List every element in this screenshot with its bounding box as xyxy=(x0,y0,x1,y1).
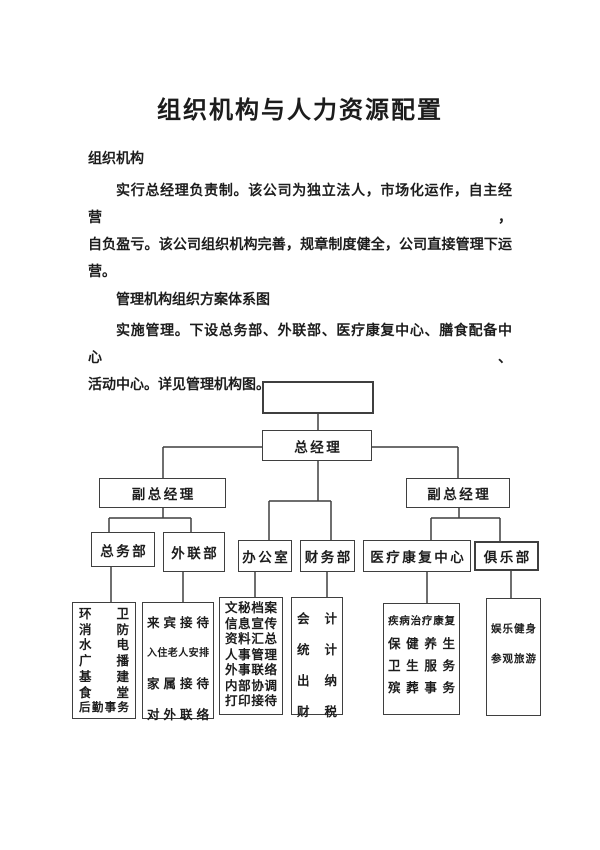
detail-line: 水 电 xyxy=(79,638,129,653)
org-node-general-manager: 总经理 xyxy=(262,430,372,461)
org-node-medical-rehab-center: 医疗康复中心 xyxy=(363,540,471,572)
org-node-club: 俱乐部 xyxy=(474,541,539,571)
page-title: 组织机构与人力资源配置 xyxy=(157,98,443,124)
detail-line: 来 宾 接 待 xyxy=(147,616,209,630)
detail-line: 财 税 xyxy=(297,705,337,719)
org-detail-club: 娱乐健身 参观旅游 xyxy=(486,598,541,716)
detail-line: 内部协调 xyxy=(225,678,277,693)
org-node-external-liaison-dept: 外联部 xyxy=(163,532,225,572)
paragraph-line: 活动中心。详见管理机构图。 xyxy=(88,378,270,393)
detail-line: 娱乐健身 xyxy=(491,624,536,635)
detail-line: 资料汇总 xyxy=(225,632,277,646)
detail-line: 参观旅游 xyxy=(491,654,536,665)
detail-line: 基 建 xyxy=(79,669,129,684)
detail-line: 出 纳 xyxy=(297,674,337,688)
org-detail-office: 文秘档案 信息宣传 资料汇总 人事管理 外事联络 内部协调 打印接待 xyxy=(219,597,283,715)
section-heading: 组织机构 xyxy=(88,152,144,167)
detail-line: 环 卫 xyxy=(79,607,129,621)
detail-line: 会 计 xyxy=(297,612,337,626)
detail-line: 信息宣传 xyxy=(225,616,277,631)
detail-line: 后勤事务 xyxy=(79,702,129,715)
detail-line: 殡 葬 事 务 xyxy=(388,681,455,695)
org-node-deputy-manager-left: 副总经理 xyxy=(99,478,226,508)
detail-line: 疾病治疗康复 xyxy=(388,616,455,627)
detail-line: 食 堂 xyxy=(79,685,129,700)
org-detail-general-affairs: 环 卫 消 防 水 电 广 播 基 建 食 堂 后勤事务 xyxy=(72,602,136,719)
detail-line: 打印接待 xyxy=(225,694,277,708)
detail-line: 文秘档案 xyxy=(225,601,277,615)
org-node-finance-dept: 财务部 xyxy=(300,540,355,572)
detail-line: 消 防 xyxy=(79,622,129,637)
org-node-deputy-manager-right: 副总经理 xyxy=(406,478,510,508)
detail-line: 对 外 联 络 xyxy=(147,707,209,722)
org-detail-finance: 会 计 统 计 出 纳 财 税 xyxy=(291,597,343,719)
paragraph-line: 自负盈亏。该公司组织机构完善，规章制度健全，公司直接管理下运 xyxy=(88,238,512,253)
org-node-general-affairs-dept: 总务部 xyxy=(91,532,155,567)
paragraph-line: 实行总经理负责制。该公司为独立法人，市场化运作，自主经营， xyxy=(88,184,512,226)
detail-line: 统 计 xyxy=(297,643,337,657)
detail-line: 家 属 接 待 xyxy=(147,677,209,691)
org-detail-external-liaison: 来 宾 接 待 入住老人安排 家 属 接 待 对 外 联 络 xyxy=(142,602,214,722)
paragraph-line: 实施管理。下设总务部、外联部、医疗康复中心、膳食配备中心、 xyxy=(88,324,512,366)
paragraph-line: 营。 xyxy=(88,265,116,280)
detail-line: 广 播 xyxy=(79,654,129,669)
detail-line: 保 健 养 生 xyxy=(388,637,455,651)
org-root-box xyxy=(262,381,374,414)
sub-heading: 管理机构组织方案体系图 xyxy=(116,293,270,308)
detail-line: 人事管理 xyxy=(225,647,277,662)
org-detail-medical-rehab: 疾病治疗康复 保 健 养 生 卫 生 服 务 殡 葬 事 务 xyxy=(383,603,460,715)
detail-line: 卫 生 服 务 xyxy=(388,659,455,673)
org-node-office: 办公室 xyxy=(238,540,292,572)
body-text: 组织机构 实行总经理负责制。该公司为独立法人，市场化运作，自主经营， 自负盈亏。… xyxy=(88,146,512,399)
detail-line: 外事联络 xyxy=(225,663,277,677)
detail-line: 入住老人安排 xyxy=(147,647,209,659)
